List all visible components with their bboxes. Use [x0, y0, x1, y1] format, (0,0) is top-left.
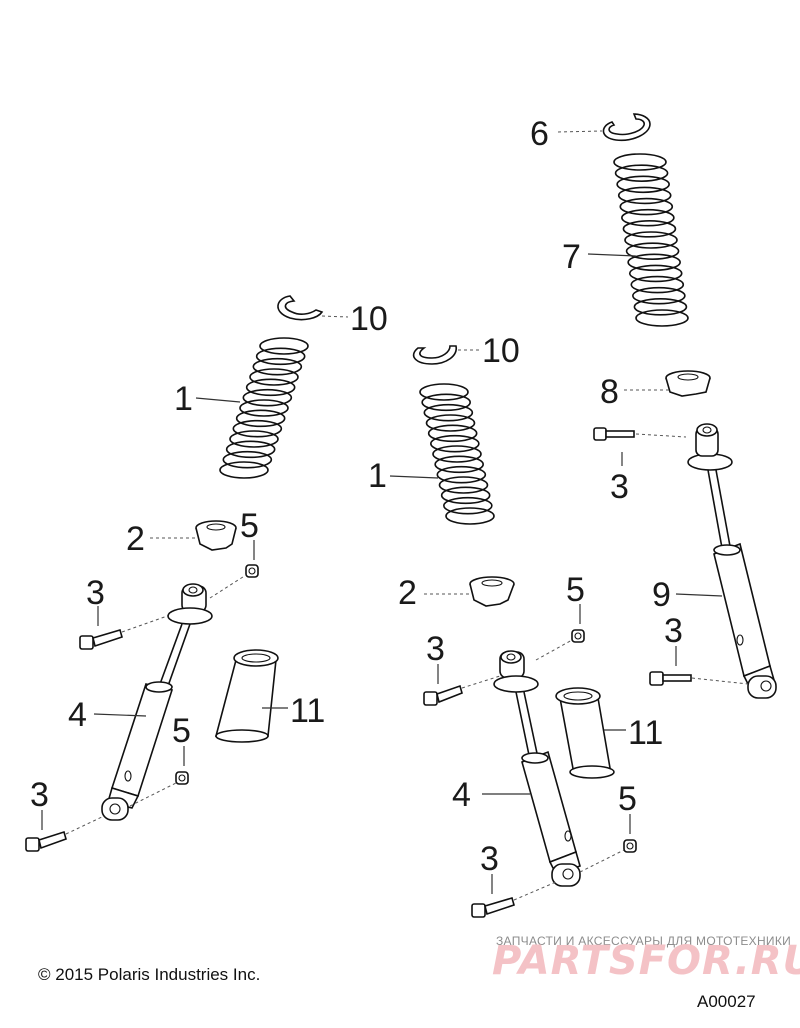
bolt-3-right-lower	[649, 671, 692, 686]
sleeve-11-center	[555, 687, 615, 779]
coil-turn	[625, 242, 680, 260]
coil-turn	[613, 153, 667, 171]
coil-turn	[222, 450, 273, 469]
coil-turn	[438, 476, 489, 494]
watermark-tagline: ЗАПЧАСТИ И АКСЕССУАРЫ ДЛЯ МОТОТЕХНИКИ	[496, 934, 792, 948]
coil-turn	[616, 175, 670, 194]
retaining-ring-6	[602, 113, 651, 142]
callout-2-center: 2	[398, 574, 417, 612]
coil-turn	[434, 455, 484, 474]
callout-5-left-upper: 5	[240, 507, 259, 545]
coil-turn	[622, 220, 677, 238]
callout-11-center: 11	[628, 714, 663, 752]
coil-turn	[436, 465, 487, 484]
callout-1-left: 1	[174, 380, 193, 418]
nut-5-center-upper	[571, 629, 585, 643]
callout-3-left-upper: 3	[86, 574, 105, 612]
callout-5-left-lower: 5	[172, 712, 191, 750]
callout-6: 6	[530, 115, 549, 153]
callout-10-left: 10	[350, 300, 388, 338]
shock-absorber-4-left	[101, 583, 213, 821]
coil-turn	[255, 347, 306, 366]
coil-turn	[440, 486, 491, 505]
coil-turn	[632, 286, 686, 305]
watermark-brand: PARTSFOR.RU	[492, 938, 800, 984]
callout-3-right-lower: 3	[664, 612, 683, 650]
coil-turn	[630, 275, 685, 294]
nut-5-left-lower	[175, 771, 189, 785]
callout-1-center: 1	[368, 457, 387, 495]
bolt-3-left-lower	[25, 830, 67, 852]
coil-turn	[421, 393, 471, 412]
callout-9: 9	[652, 576, 671, 614]
callout-4-center: 4	[452, 776, 471, 814]
coil-turn	[430, 434, 480, 453]
coil-turn	[621, 208, 675, 227]
coil-turn	[242, 388, 293, 407]
spring-1-left	[219, 337, 309, 479]
bump-stop-8	[665, 370, 711, 397]
spring-1-center	[419, 383, 495, 525]
coil-turn	[229, 430, 279, 448]
coil-turn	[624, 231, 678, 249]
coil-turn	[633, 298, 688, 316]
coil-turn	[419, 383, 469, 401]
coil-turn	[259, 337, 309, 355]
coil-turn	[235, 409, 286, 428]
coil-turn	[423, 403, 474, 422]
callout-4-left: 4	[68, 696, 87, 734]
callout-7: 7	[562, 238, 581, 276]
bolt-3-center-upper	[423, 684, 463, 706]
callout-5-center-upper: 5	[566, 571, 585, 609]
coil-turn	[635, 309, 689, 327]
coil-turn	[232, 419, 283, 438]
coil-turn	[443, 496, 493, 515]
figure-code: A00027	[697, 992, 756, 1011]
retaining-ring-10-left	[277, 295, 324, 321]
shock-absorber-9	[687, 423, 777, 699]
coil-turn	[617, 186, 672, 205]
coil-turn	[252, 357, 303, 376]
coil-turn	[619, 197, 674, 216]
callout-3-left-lower: 3	[30, 776, 49, 814]
callout-10-center: 10	[482, 332, 520, 370]
copyright-notice: © 2015 Polaris Industries Inc.	[38, 965, 261, 984]
bolt-3-left-upper	[79, 629, 123, 650]
sleeve-11-left	[214, 649, 279, 743]
callout-11-left: 11	[290, 692, 325, 730]
nut-5-left-upper	[245, 564, 259, 578]
callout-2-left: 2	[126, 520, 145, 558]
coil-turn	[249, 368, 299, 386]
coil-turn	[445, 507, 495, 525]
coil-turn	[225, 440, 276, 459]
coil-turn	[239, 399, 289, 417]
bump-stop-2-left	[195, 520, 237, 551]
spring-7	[613, 153, 689, 327]
bolt-3-center-lower	[471, 897, 515, 918]
coil-turn	[614, 164, 669, 182]
retaining-ring-10-center	[412, 345, 457, 365]
coil-turn	[219, 461, 269, 479]
callout-3-upper-right: 3	[610, 468, 629, 506]
callout-8: 8	[600, 373, 619, 411]
coil-turn	[245, 378, 296, 397]
bolt-3-upper-right	[593, 427, 635, 441]
bump-stop-2-center	[469, 576, 515, 607]
callout-3-center-lower: 3	[480, 840, 499, 878]
callout-5-center-lower: 5	[618, 780, 637, 818]
coil-turn	[627, 253, 681, 272]
nut-5-center-lower	[623, 839, 637, 853]
coil-turn	[432, 445, 482, 463]
coil-turn	[628, 264, 683, 283]
coil-turn	[427, 424, 478, 443]
callout-3-center-upper: 3	[426, 630, 445, 668]
coil-turn	[425, 414, 476, 432]
shock-absorber-4-center	[493, 650, 581, 887]
